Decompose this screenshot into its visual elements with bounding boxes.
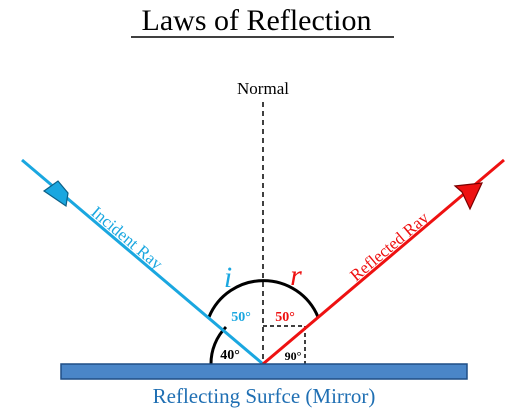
angle-right-value: 90° [285, 349, 302, 363]
right-angle-marker [263, 325, 306, 364]
angle-incidence-value: 50° [231, 310, 251, 325]
surface-label: Reflecting Surfce (Mirror) [153, 384, 376, 408]
incident-arrow-icon [42, 180, 69, 208]
reflection-symbol: r [290, 259, 302, 292]
mirror-surface [60, 363, 468, 380]
incidence-symbol: i [224, 261, 232, 294]
normal-label: Normal [237, 79, 289, 98]
angle-arc-incidence-reflection [207, 279, 320, 318]
angle-glancing-value: 40° [220, 348, 240, 363]
reflected-ray-label: Reflected Ray [346, 208, 433, 285]
incident-ray-label: Incident Ray [87, 203, 166, 274]
reflected-arrow-icon [453, 182, 483, 211]
diagram-title: Laws of Reflection [142, 4, 372, 37]
angle-reflection-value: 50° [275, 310, 295, 325]
